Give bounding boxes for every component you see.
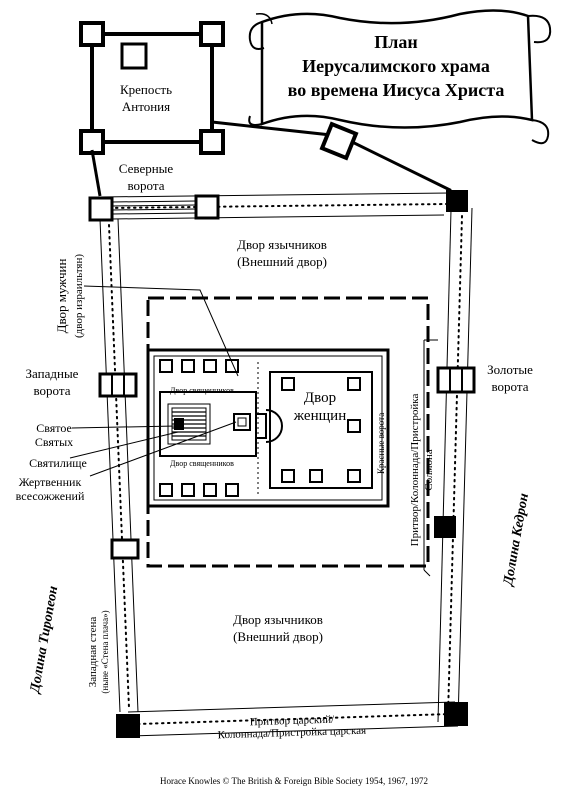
men-court-label-2: (двор израильтян) [73,254,85,338]
fortress-antonia: Крепость Антония [79,21,225,155]
altar-label-1: Жертвенник [19,475,82,489]
connector-tower [319,121,359,161]
fortress-label-1: Крепость [120,82,172,97]
west-gate-label-2: ворота [34,383,71,398]
royal-portico-label-2: Колоннада/Пристройка царская [218,725,367,742]
west-gate-label-1: Западные [26,366,79,381]
gentiles-court-top-1: Двор язычников [237,237,327,252]
gentiles-court-bottom-2: (Внешний двор) [233,629,323,644]
fortress-label-2: Антония [122,99,170,114]
northeast-tower [446,190,468,212]
western-wall-label-1: Западная стена [87,617,99,688]
western-wall-label-2: (ныне «Стена плача») [100,610,110,693]
tyropoeon-valley-label: Долина Тиропеон [27,585,61,696]
title-line-3: во времена Иисуса Христа [288,80,505,100]
north-gate-label-2: ворота [128,178,165,193]
golden-gate-label-2: ворота [492,379,529,394]
altar [233,413,251,431]
men-court-label-1: Двор мужчин [54,259,69,334]
east-tower [434,516,456,538]
women-court-1: Двор [304,390,336,406]
credit-line: Horace Knowles © The British & Foreign B… [160,776,428,786]
gentiles-court-bottom-1: Двор язычников [233,612,323,627]
holy-of-holies-1: Святое [36,421,72,435]
north-gate-label-1: Северные [119,161,174,176]
priests-court-bottom: Двор священников [170,459,234,468]
west-gate-tower [98,372,138,398]
title-line-2: Иерусалимского храма [302,56,490,76]
southeast-tower [444,702,468,726]
temple-complex: Двор священников Двор священников Двор ж… [146,348,390,508]
fortress-west-wall [90,149,102,197]
sanctuary-label: Святилище [29,456,87,470]
portico-east-label-2: Солмона [423,449,435,491]
kidron-valley-label: Долина Кедрон [501,492,532,589]
beautiful-gate-label: Красные ворота [376,413,386,474]
title-scroll: План Иерусалимского храма во времена Иис… [248,9,552,145]
royal-portico-label-1: Притвор царский/ [250,714,336,729]
gentiles-court-top-2: (Внешний двор) [237,254,327,269]
southwest-tower [116,714,140,738]
portico-east-label-1: Притвор/Колоннада/Пристройка [409,394,421,547]
pointer-lines [69,285,438,577]
women-court-2: женщин [293,408,346,424]
holy-of-holies-2: Святых [35,435,73,449]
golden-gate-tower [436,366,476,394]
west-gate-2 [110,538,140,560]
golden-gate-label-1: Золотые [487,362,533,377]
priests-court-top: Двор священников [170,386,234,395]
title-line-1: План [374,32,417,52]
north-gate [88,194,220,222]
outer-enclosure-wall [99,192,473,737]
altar-label-2: всесожжений [16,489,85,503]
